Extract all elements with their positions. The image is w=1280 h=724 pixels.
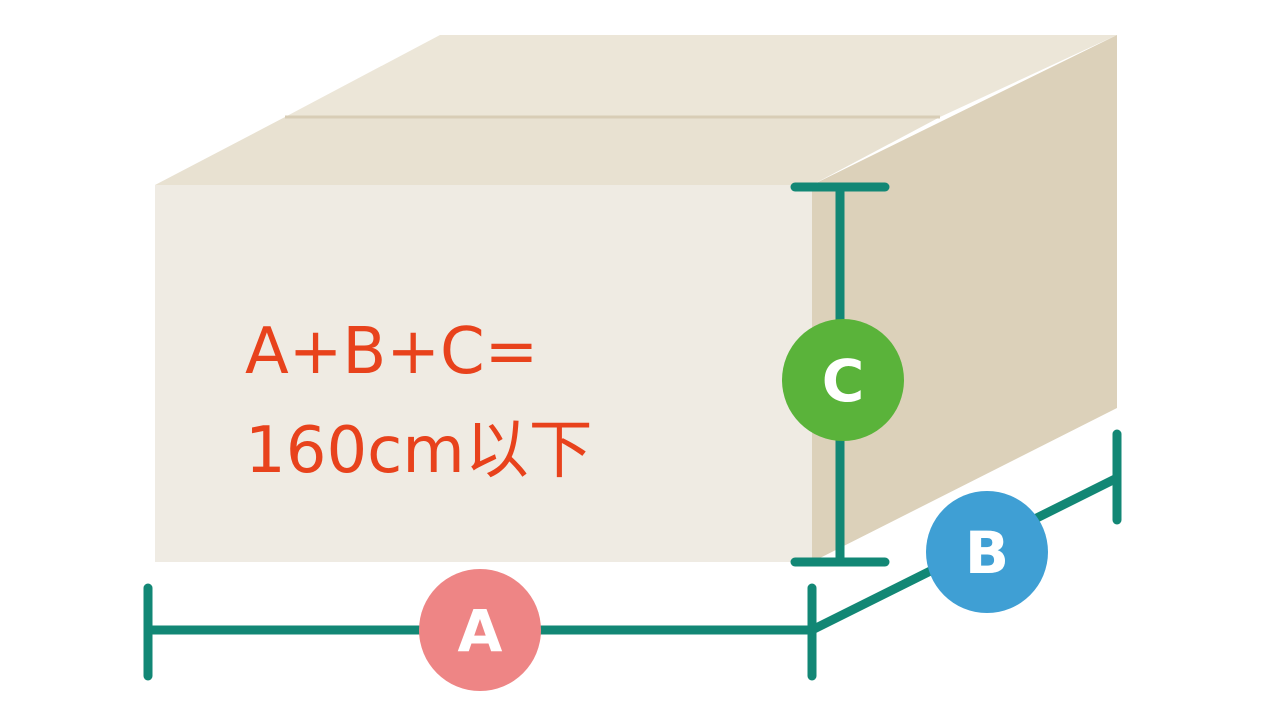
formula-line-1: A+B+C= [245,315,538,389]
cardboard-box [155,35,1117,562]
badge-a-label: A [458,597,503,665]
dimension-a: A [143,569,817,691]
box-front-face [155,185,812,562]
box-top-far-flap [285,35,1117,117]
box-side-face [812,35,1117,562]
badge-c-circle [782,319,904,441]
badge-c-label: C [822,347,865,415]
dimension-c: C [782,182,904,567]
dimension-b: B [807,429,1122,635]
badge-a-circle [419,569,541,691]
formula-line-2: 160cm以下 [245,414,593,488]
badge-b-circle [926,491,1048,613]
badge-b-label: B [965,519,1009,587]
formula-text: A+B+C= 160cm以下 [245,315,593,488]
box-top-near-flap [155,117,940,185]
